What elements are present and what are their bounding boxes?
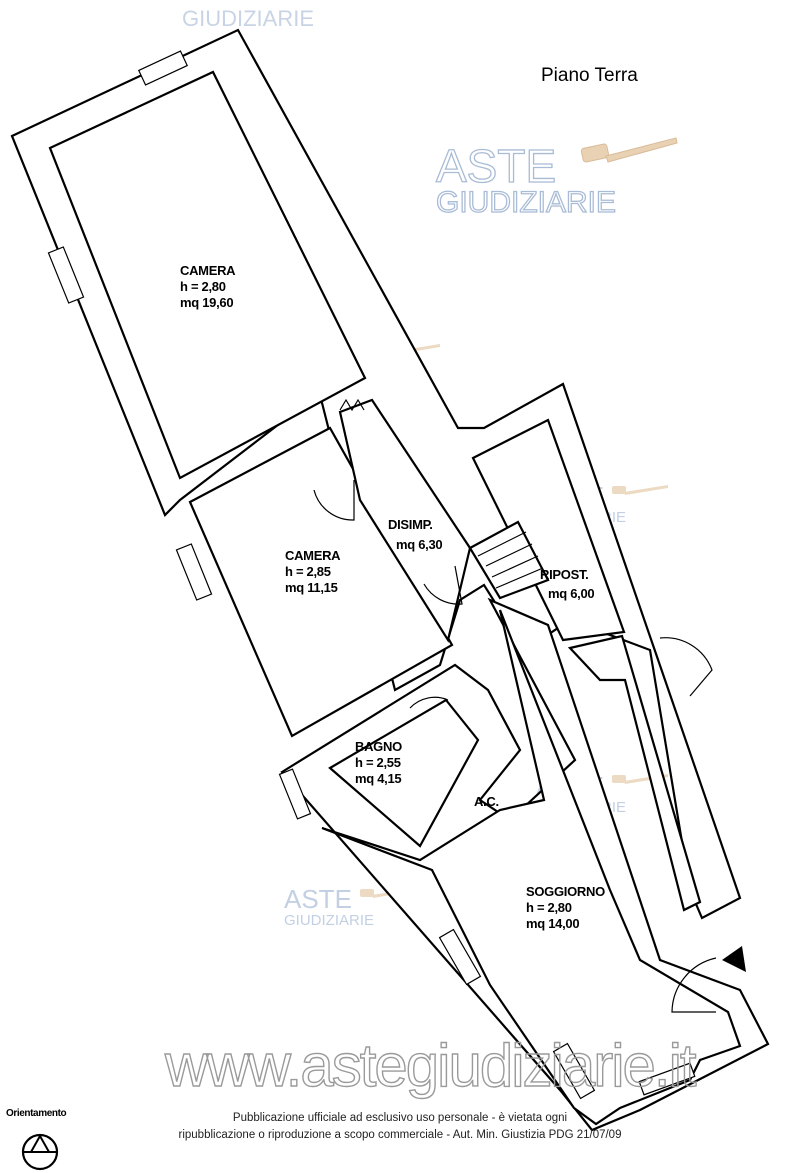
entrance-arrow-icon	[722, 946, 746, 972]
window-left-1	[47, 246, 85, 304]
windows	[47, 50, 696, 1100]
room-camera-2	[188, 426, 454, 738]
doors	[313, 398, 717, 1013]
window-top	[137, 50, 189, 86]
window-soggiorno-3	[638, 1062, 696, 1096]
svg-text:RIPOST.: RIPOST.	[540, 567, 588, 582]
gavel-icon	[612, 485, 668, 495]
svg-text:DISIMP.: DISIMP.	[388, 517, 433, 532]
svg-text:mq 6,30: mq 6,30	[396, 537, 442, 552]
stairs	[468, 520, 550, 600]
stair-block	[468, 520, 550, 600]
svg-text:mq 14,00: mq 14,00	[526, 916, 579, 931]
room-label-soggiorno: SOGGIORNO h = 2,80 mq 14,00	[526, 884, 605, 931]
orientation-label: Orientamento	[6, 1108, 67, 1119]
svg-text:SOGGIORNO: SOGGIORNO	[526, 884, 605, 899]
svg-text:mq 11,15: mq 11,15	[285, 580, 338, 595]
label-ac: A.C.	[474, 794, 499, 809]
door-aisle	[659, 637, 713, 697]
room-soggiorno	[321, 609, 742, 1126]
room-bagno	[328, 698, 480, 848]
watermark-small-line1: ASTE	[284, 884, 352, 914]
svg-text:BAGNO: BAGNO	[355, 739, 402, 754]
svg-text:CAMERA: CAMERA	[285, 548, 341, 563]
watermark-top: GIUDIZIARIE	[182, 6, 314, 31]
svg-text:h = 2,55: h = 2,55	[355, 755, 401, 770]
room-disimpegno	[338, 398, 472, 643]
watermark-url: www.astegiudiziarie.it	[164, 1032, 697, 1099]
svg-text:h = 2,80: h = 2,80	[526, 900, 572, 915]
door-folding	[339, 398, 365, 412]
window-bagno	[278, 768, 312, 820]
watermark-large: ASTE GIUDIZIARIE	[435, 137, 678, 220]
gavel-icon	[580, 137, 678, 163]
watermark-small-line2: GIUDIZIARIE	[284, 912, 374, 929]
door-disimp	[423, 565, 463, 605]
compass-icon	[21, 1133, 59, 1171]
watermark-brand-line2: GIUDIZIARIE	[436, 186, 616, 219]
window-soggiorno-2	[552, 1042, 596, 1100]
footer-line-2: ripubblicazione o riproduzione a scopo c…	[178, 1129, 622, 1141]
svg-text:mq 6,00: mq 6,00	[548, 586, 594, 601]
watermark-brand-line2-top: GIUDIZIARIE	[182, 6, 314, 31]
walls	[10, 28, 770, 1132]
room-camera-1	[48, 70, 367, 480]
svg-text:h = 2,85: h = 2,85	[285, 564, 331, 579]
floor-title: Piano Terra	[541, 65, 638, 86]
room-label-camera-1: CAMERA h = 2,80 mq 19,60	[180, 263, 236, 310]
window-left-2	[175, 543, 213, 601]
svg-text:mq 19,60: mq 19,60	[180, 295, 233, 310]
room-label-ripost: RIPOST. mq 6,00	[540, 567, 595, 601]
door-camera-2	[313, 480, 355, 521]
door-bagno	[409, 696, 449, 709]
room-label-camera-2: CAMERA h = 2,85 mq 11,15	[285, 548, 341, 595]
svg-text:CAMERA: CAMERA	[180, 263, 236, 278]
door-entrance	[671, 957, 717, 1013]
room-label-bagno: BAGNO h = 2,55 mq 4,15	[355, 739, 402, 786]
watermark-brand-line1: ASTE	[436, 140, 556, 192]
svg-text:h = 2,80: h = 2,80	[180, 279, 226, 294]
footer-line-1: Pubblicazione ufficiale ad esclusivo uso…	[232, 1112, 568, 1124]
window-soggiorno-1	[438, 928, 482, 986]
room-label-disimp: DISIMP. mq 6,30	[388, 517, 443, 552]
svg-text:mq 4,15: mq 4,15	[355, 771, 401, 786]
room-aisle	[567, 634, 702, 912]
